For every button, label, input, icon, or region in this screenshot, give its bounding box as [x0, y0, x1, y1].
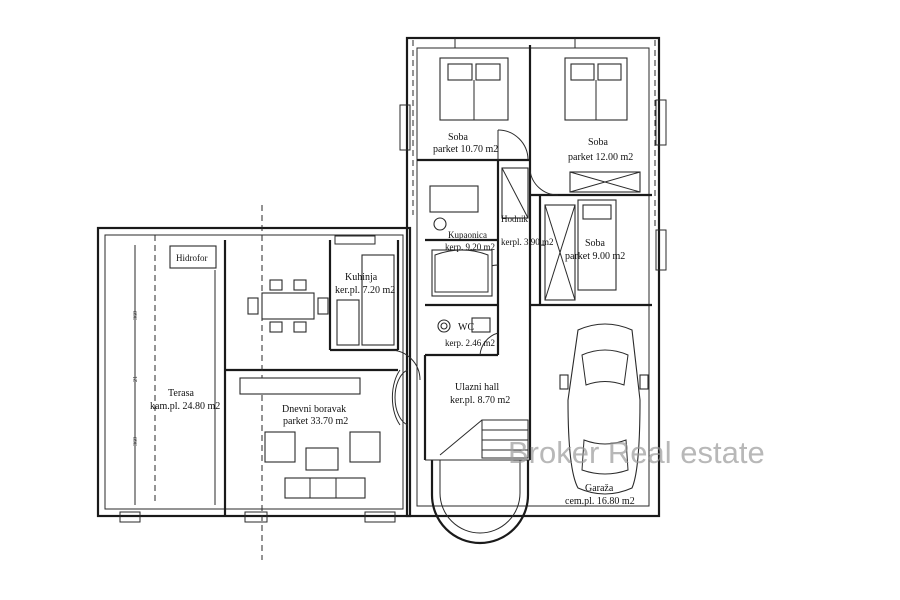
room-label-terasa: Terasa kam.pl. 24.80 m2 — [150, 388, 220, 412]
room-area: parket 12.00 m2 — [568, 152, 633, 163]
room-area: parket 10.70 m2 — [433, 144, 498, 155]
room-name: Soba — [588, 137, 609, 148]
room-name: Hidrofor — [176, 253, 208, 263]
room-label-hidrofor: Hidrofor — [176, 253, 208, 263]
bed-room1 — [439, 57, 509, 121]
room-area: kerp. 9.20 m2 — [445, 242, 495, 252]
room-name: Hodnik — [501, 214, 529, 224]
room-name: Ulazni hall — [455, 382, 499, 393]
room-label-garaza: Garaža cem.pl. 16.80 m2 — [565, 483, 635, 507]
room-name: Soba — [585, 238, 606, 249]
room-label-hodnik: Hodnik kerpl. 3.90 m2 — [501, 214, 554, 247]
room-name: Garaža — [585, 483, 614, 494]
room-label-soba1: Soba parket 10.70 m2 — [433, 132, 498, 155]
living-furniture — [239, 377, 381, 499]
dashed-lines — [154, 40, 656, 560]
room-label-soba2: Soba parket 12.00 m2 — [568, 137, 633, 163]
room-name: Kuhinja — [345, 272, 378, 283]
room-area: kam.pl. 24.80 m2 — [150, 401, 220, 412]
kitchen-units — [336, 254, 395, 346]
room-area: ker.pl. 7.20 m2 — [335, 285, 395, 296]
windows — [119, 38, 667, 523]
terrace-details — [134, 245, 217, 505]
room-name: Dnevni boravak — [282, 404, 346, 415]
room-area: cem.pl. 16.80 m2 — [565, 496, 635, 507]
room-name: Soba — [448, 132, 469, 143]
room-area: parket 9.00 m2 — [565, 251, 625, 262]
dimension-label: 360 — [133, 311, 139, 320]
dimension-labels: 360 21 360 — [133, 311, 139, 446]
room-area: kerp. 2.46 m2 — [445, 338, 495, 348]
room-name: Terasa — [168, 388, 195, 399]
bed-room3 — [577, 199, 617, 291]
bed-room2 — [564, 57, 628, 121]
room-label-soba3: Soba parket 9.00 m2 — [565, 238, 625, 262]
watermark: Broker Real estate — [508, 435, 765, 470]
room-label-ulazni-hall: Ulazni hall ker.pl. 8.70 m2 — [450, 382, 510, 406]
dimension-label: 21 — [133, 376, 139, 382]
room-name: Kupaonica — [448, 230, 487, 240]
room-label-dnevni-boravak: Dnevni boravak parket 33.70 m2 — [282, 404, 348, 427]
room-name: WC — [458, 322, 474, 333]
dining-set — [247, 279, 329, 333]
room-label-wc: WC kerp. 2.46 m2 — [445, 322, 495, 348]
outer-walls — [96, 36, 661, 518]
room-area: ker.pl. 8.70 m2 — [450, 395, 510, 406]
interior-walls — [223, 45, 652, 515]
car — [559, 323, 649, 495]
entrance-bay — [425, 459, 530, 545]
room-label-kuhinja: Kuhinja ker.pl. 7.20 m2 — [335, 272, 395, 296]
room-area: parket 33.70 m2 — [283, 416, 348, 427]
dimension-label: 360 — [133, 437, 139, 446]
bathroom-fixtures — [429, 185, 493, 333]
stairs — [439, 419, 529, 459]
room-label-kupaonica: Kupaonica kerp. 9.20 m2 — [445, 230, 495, 252]
wardrobes — [501, 167, 641, 301]
room-area: kerpl. 3.90 m2 — [501, 237, 554, 247]
